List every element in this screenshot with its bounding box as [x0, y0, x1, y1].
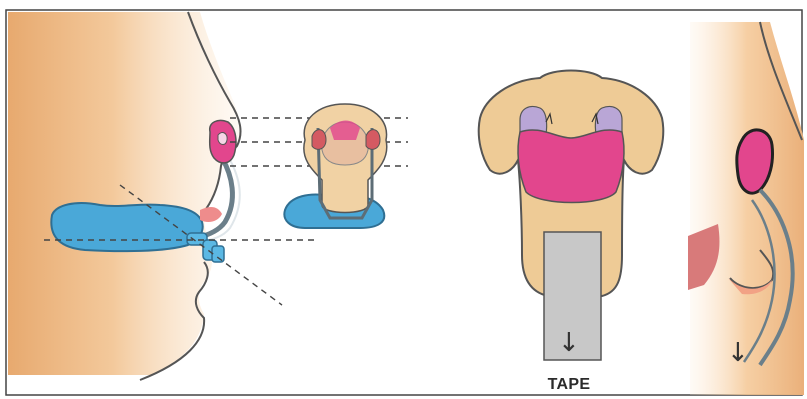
- nose-tape-panel: [479, 71, 664, 361]
- down-arrow-icon: ↓: [727, 340, 749, 366]
- lip: [200, 207, 222, 222]
- down-arrow-icon: ↓: [558, 330, 580, 356]
- profile-skin: [8, 12, 240, 375]
- tape-label: TAPE: [538, 376, 600, 394]
- columella-pad: [518, 130, 624, 203]
- oral-molding-plate: [51, 203, 202, 251]
